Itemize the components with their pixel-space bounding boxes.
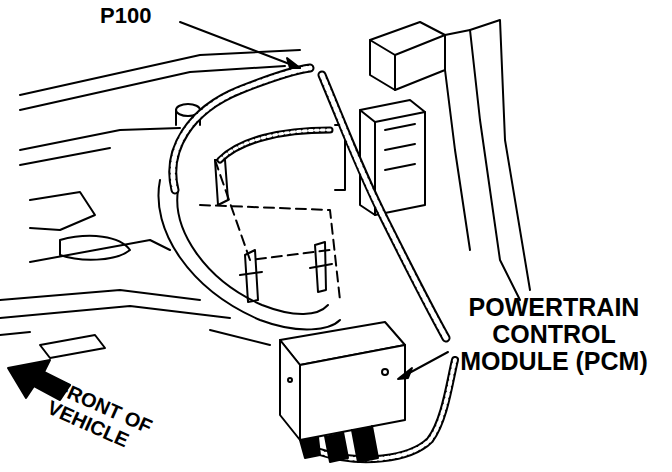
direction-label: FRONT OF VEHICLE — [44, 376, 170, 464]
part-label: POWERTRAIN CONTROL MODULE (PCM) — [458, 294, 650, 375]
connector-callout: P100 — [100, 4, 151, 28]
